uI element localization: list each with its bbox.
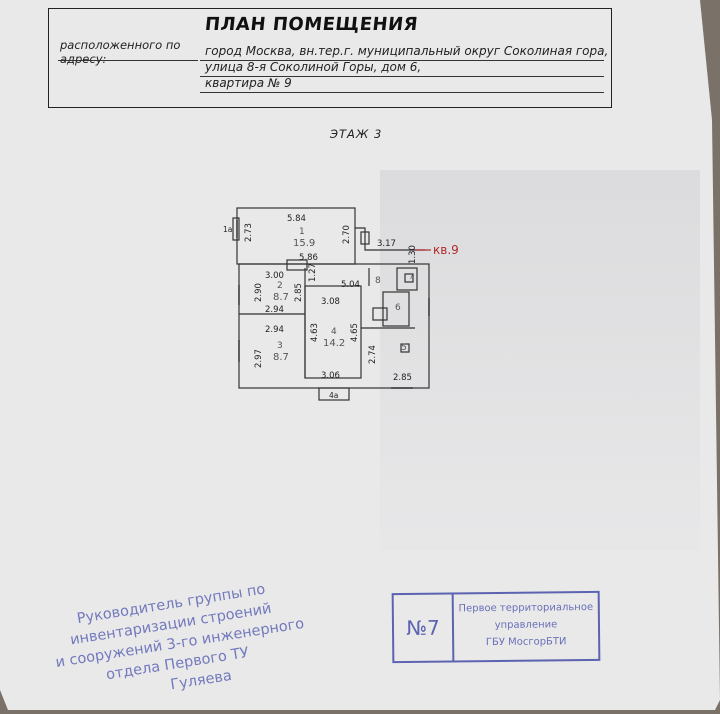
plan-title: ПЛАН ПОМЕЩЕНИЯ (203, 14, 420, 35)
dim-label: 5.86 (299, 253, 318, 263)
room-area: 14.2 (323, 338, 345, 349)
stamp-line: управление (494, 619, 558, 632)
dim-label: 4.65 (350, 323, 360, 342)
dim-label: 5.84 (287, 214, 306, 224)
room-area: 15.9 (293, 238, 315, 249)
room-number: 8 (375, 276, 381, 286)
dim-label: 2.90 (254, 283, 264, 302)
stamp-text: Первое территориальное управление ГБУ Мо… (454, 599, 599, 652)
bathtub (372, 307, 388, 321)
dim-label: 2.97 (254, 349, 264, 368)
dim-label: 3.08 (321, 297, 340, 307)
label-underline (58, 60, 198, 61)
dim-label: 1.27 (308, 263, 318, 282)
apartment-label: кв.9 (433, 243, 459, 257)
address-label: расположенного по адресу: (60, 38, 181, 66)
balcony-1a (232, 217, 240, 241)
dim-label: 2.70 (342, 225, 352, 244)
pass-through (286, 259, 308, 271)
dim-label: 5.04 (341, 280, 360, 290)
address-line-1: город Москва, вн.тер.г. муниципальный ок… (205, 44, 609, 58)
room-area: 8.7 (273, 292, 289, 303)
header-box (48, 8, 612, 108)
address-underline-1 (200, 60, 604, 61)
corridor-wall (355, 227, 425, 251)
dim-label: 2.94 (265, 305, 284, 315)
ventilation-shaft (360, 231, 370, 245)
paper-shadow (380, 170, 700, 550)
toilet (404, 273, 414, 283)
bti-stamp: №7 Первое территориальное управление ГБУ… (391, 590, 601, 664)
dim-label: 2.85 (393, 373, 412, 383)
stove (400, 343, 410, 353)
dim-label: 2.74 (368, 345, 378, 364)
address-underline-3 (200, 92, 604, 93)
dim-label: 2.85 (294, 283, 304, 302)
floor-plan: 5.84 2.73 2.70 5.86 1 15.9 3.17 1.30 3.0… (223, 207, 459, 401)
balcony-label: 1а (223, 225, 232, 234)
address-line-3: квартира № 9 (205, 76, 292, 90)
dim-label: 3.17 (377, 239, 396, 249)
stamp-line: ГБУ МосгорБТИ (485, 636, 567, 649)
floor-label: ЭТАЖ 3 (330, 127, 383, 141)
room-7-wall (396, 267, 418, 291)
room-number: 1 (299, 227, 305, 237)
room-number: 4 (331, 327, 337, 337)
dim-label: 2.73 (244, 223, 254, 242)
dim-label: 3.00 (265, 271, 284, 281)
stamp-number: №7 (393, 594, 455, 662)
room-number: 7 (409, 273, 413, 281)
room-6-wall (382, 291, 410, 327)
balcony-label: 4а (329, 391, 338, 400)
dim-label: 3.06 (321, 371, 340, 381)
room-number: 2 (277, 281, 283, 291)
balcony-4a (318, 387, 350, 401)
room-number: 5 (401, 343, 407, 353)
room-number: 3 (277, 341, 283, 351)
address-line-2: улица 8-я Соколиной Горы, дом 6, (205, 60, 422, 74)
room-number: 6 (395, 303, 401, 313)
room-area: 8.7 (273, 352, 289, 363)
dim-label: 1.30 (408, 245, 418, 264)
address-underline-2 (200, 76, 604, 77)
room-4-wall (304, 285, 362, 379)
stamp-line: Первое территориальное (458, 601, 594, 615)
dim-label: 2.94 (265, 325, 284, 335)
dim-label: 4.63 (310, 323, 320, 342)
